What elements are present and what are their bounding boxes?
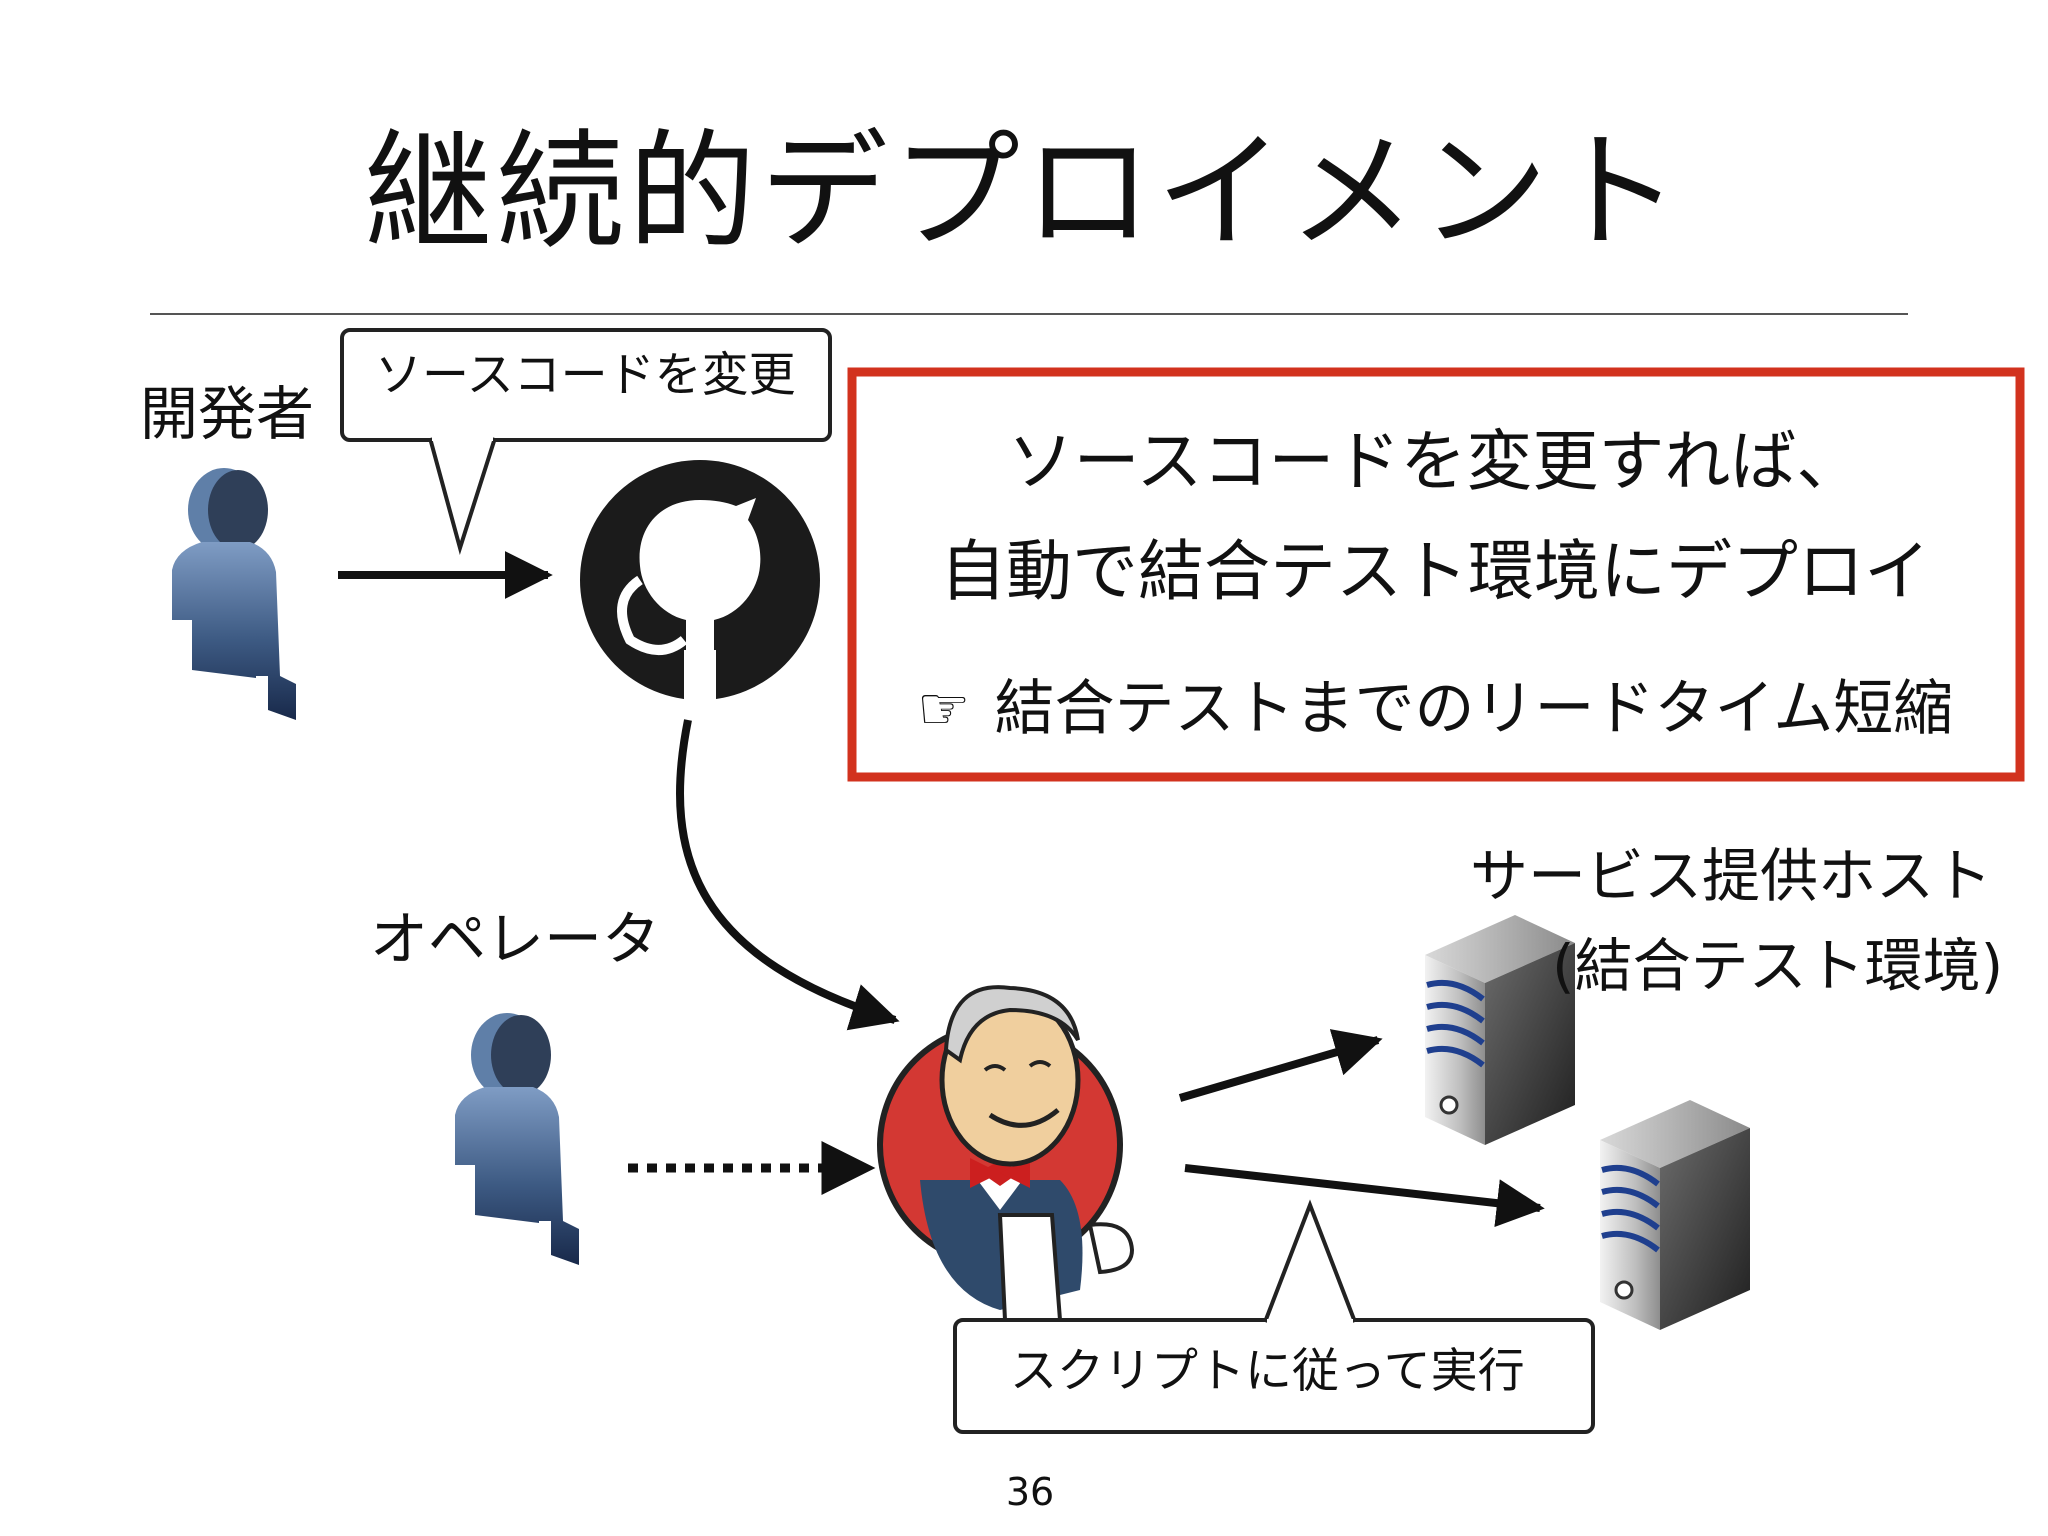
developer-label: 開発者 (140, 380, 315, 448)
callout-line-1: ソースコードを変更すれば、 (1007, 423, 1863, 500)
arrow-jenkins-to-server-2 (1184, 1164, 1545, 1228)
server-tower-icon (1425, 915, 1575, 1145)
callout-box-border (847, 367, 2025, 782)
github-octocat-icon (580, 460, 820, 706)
pointing-hand-icon: ☞ (916, 674, 971, 744)
speech-bubble-top (340, 328, 832, 556)
jenkins-butler-icon (877, 985, 1135, 1322)
developer-person-icon (172, 468, 296, 720)
title-divider (150, 313, 1908, 315)
host-label-line2: (結合テスト環境) (1552, 932, 2004, 1000)
slide-title: 継続的デプロイメント (363, 118, 1684, 267)
server-tower-icon (1600, 1100, 1750, 1330)
operator-label: オペレータ (370, 905, 661, 973)
callout-line-2: 自動で結合テスト環境にデプロイ (940, 533, 1930, 610)
speech-bubble-bottom (953, 1199, 1595, 1434)
operator-person-icon (455, 1013, 579, 1265)
bubble-bottom-text: スクリプトに従って実行 (1010, 1344, 1525, 1399)
page-number: 36 (1005, 1470, 1055, 1514)
arrow-github-to-jenkins (675, 719, 900, 1031)
callout-line-3: ☞ 結合テストまでのリードタイム短縮 (850, 660, 2020, 747)
arrow-jenkins-to-server-1 (1178, 1029, 1383, 1102)
bubble-top-text: ソースコードを変更 (375, 348, 796, 403)
callout-line-3-text: 結合テストまでのリードタイム短縮 (994, 674, 1954, 744)
host-label-line1: サービス提供ホスト (1470, 842, 1993, 910)
